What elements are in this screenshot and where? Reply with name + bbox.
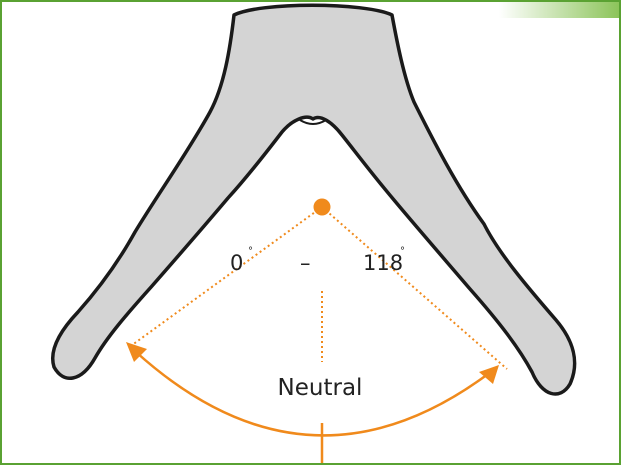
left-arrowhead bbox=[126, 342, 147, 362]
gluteal-crease bbox=[299, 119, 327, 125]
pivot-point bbox=[313, 198, 331, 216]
right-reference-line bbox=[321, 206, 508, 370]
neutral-label: Neutral bbox=[278, 375, 363, 401]
corner-accent-strip bbox=[499, 2, 619, 18]
range-start-degree: ° bbox=[248, 246, 253, 257]
range-start-label: 0 bbox=[230, 251, 243, 275]
range-separator: – bbox=[300, 251, 311, 275]
range-end-label: 118 bbox=[363, 251, 403, 275]
range-end-degree: ° bbox=[400, 246, 405, 257]
right-arrowhead bbox=[479, 365, 499, 384]
body-silhouette bbox=[51, 3, 577, 396]
range-arc bbox=[135, 351, 489, 437]
